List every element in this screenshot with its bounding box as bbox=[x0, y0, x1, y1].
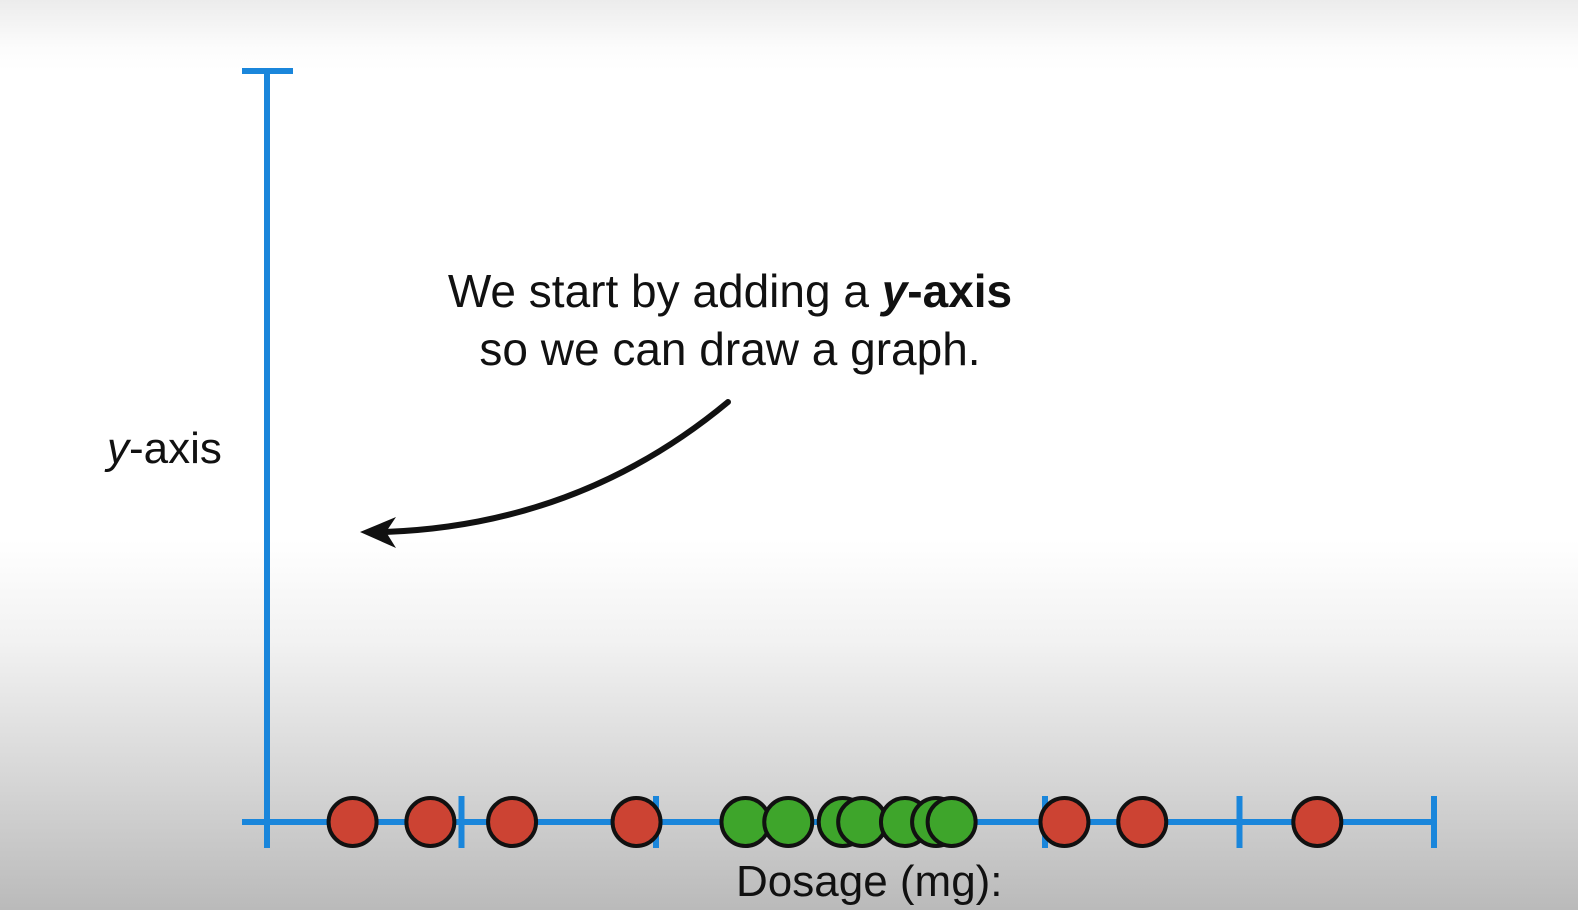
data-point-red-2 bbox=[486, 796, 539, 848]
annotation-caption: We start by adding a y-axis so we can dr… bbox=[380, 262, 1080, 378]
data-point-red-0 bbox=[326, 796, 379, 848]
arrow-curve bbox=[382, 399, 731, 535]
data-point-red-3 bbox=[610, 796, 663, 848]
axes bbox=[242, 68, 1436, 846]
annotation-emphasis-var: y bbox=[881, 265, 908, 317]
data-point-red-11 bbox=[1038, 796, 1091, 848]
data-points bbox=[326, 796, 1344, 848]
annotation-emphasis: y-axis bbox=[882, 265, 1012, 317]
data-point-green-10 bbox=[925, 796, 978, 848]
data-point-green-5 bbox=[762, 796, 815, 848]
y-axis-label-var: y bbox=[107, 424, 129, 473]
annotation-arrow bbox=[360, 399, 731, 548]
y-axis-label: y-axis bbox=[107, 423, 222, 475]
data-point-red-1 bbox=[404, 796, 457, 848]
arrow-head-icon bbox=[360, 517, 396, 548]
annotation-line-1-text: We start by adding a bbox=[447, 265, 882, 317]
y-axis-label-rest: -axis bbox=[129, 424, 222, 473]
annotation-line-1: We start by adding a y-axis bbox=[380, 262, 1080, 320]
x-axis-label: Dosage (mg): bbox=[736, 857, 1003, 906]
annotation-emphasis-rest: -axis bbox=[907, 265, 1013, 317]
data-point-red-13 bbox=[1291, 796, 1344, 848]
data-point-red-12 bbox=[1116, 796, 1169, 848]
annotation-line-2: so we can draw a graph. bbox=[479, 323, 981, 375]
